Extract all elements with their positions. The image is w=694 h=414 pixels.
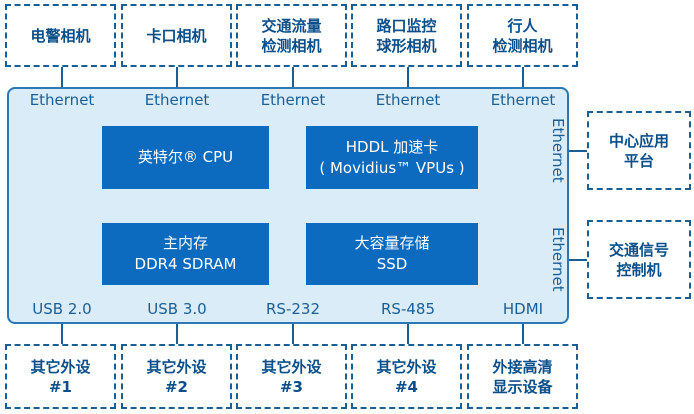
port-rs232: RS-232 [266, 300, 320, 318]
connector-side-2 [568, 259, 588, 261]
connector-top-4 [407, 66, 409, 88]
device-traffic-flow-camera: 交通流量 检测相机 [236, 4, 347, 67]
connector-bottom-4 [407, 323, 409, 345]
device-label: #1 [48, 377, 72, 396]
connector-bottom-2 [176, 323, 178, 345]
device-label: 显示设备 [492, 377, 553, 396]
chip-storage: 大容量存储 SSD [306, 223, 478, 285]
device-label: 路口监控 [376, 16, 437, 35]
device-peripheral-4: 其它外设 #4 [351, 344, 462, 409]
chip-cpu: 英特尔® CPU [102, 126, 269, 189]
chip-label: SSD [376, 255, 408, 273]
port-ethernet-4: Ethernet [375, 91, 441, 109]
device-label: #4 [394, 377, 418, 396]
device-label: 中心应用 [608, 131, 669, 150]
connector-bottom-1 [61, 323, 63, 345]
port-ethernet-3: Ethernet [260, 91, 326, 109]
device-label: 检测相机 [261, 36, 322, 55]
chip-label: ( Movidius™ VPUs ) [319, 158, 465, 177]
port-ethernet-side-1: Ethernet [549, 118, 567, 183]
device-label: 控制机 [616, 260, 662, 279]
connector-top-5 [522, 66, 524, 88]
port-usb2: USB 2.0 [32, 300, 92, 318]
edge-server-board [7, 87, 569, 324]
device-label: 其它外设 [30, 357, 91, 376]
device-peripheral-2: 其它外设 #2 [121, 344, 232, 409]
chip-main-memory: 主内存 DDR4 SDRAM [102, 223, 269, 285]
device-label: 电警相机 [30, 26, 91, 45]
device-label: 球形相机 [376, 36, 437, 55]
port-usb3: USB 3.0 [147, 300, 207, 318]
connector-bottom-3 [292, 323, 294, 345]
connector-side-1 [568, 150, 588, 152]
device-label: 交通信号 [608, 240, 669, 259]
chip-label: 主内存 [162, 234, 208, 252]
device-label: 行人 [507, 16, 538, 35]
port-ethernet-5: Ethernet [490, 91, 556, 109]
device-label: #3 [279, 377, 303, 396]
port-rs485: RS-485 [381, 300, 435, 318]
device-pedestrian-camera: 行人 检测相机 [467, 4, 578, 67]
chip-label: DDR4 SDRAM [134, 255, 237, 273]
port-ethernet-1: Ethernet [29, 91, 95, 109]
chip-label: 大容量存储 [354, 234, 430, 252]
chip-label: 英特尔® CPU [137, 148, 234, 166]
device-dome-camera: 路口监控 球形相机 [351, 4, 462, 67]
connector-top-2 [176, 66, 178, 88]
connector-top-1 [61, 66, 63, 88]
device-label: 平台 [623, 151, 654, 170]
device-label: 外接高清 [492, 357, 553, 376]
device-label: 其它外设 [261, 357, 322, 376]
chip-hddl-accelerator: HDDL 加速卡 ( Movidius™ VPUs ) [306, 126, 478, 189]
device-electronic-police-camera: 电警相机 [5, 4, 116, 67]
connector-bottom-5 [522, 323, 524, 345]
device-label: 检测相机 [492, 36, 553, 55]
port-hdmi: HDMI [502, 300, 544, 318]
device-checkpoint-camera: 卡口相机 [121, 4, 232, 67]
device-label: #2 [164, 377, 188, 396]
connector-top-3 [292, 66, 294, 88]
port-ethernet-2: Ethernet [144, 91, 210, 109]
chip-label: HDDL 加速卡 [345, 137, 439, 156]
device-peripheral-1: 其它外设 #1 [5, 344, 116, 409]
device-hd-display: 外接高清 显示设备 [467, 344, 578, 409]
port-ethernet-side-2: Ethernet [549, 227, 567, 292]
device-label: 卡口相机 [146, 26, 207, 45]
device-signal-controller: 交通信号 控制机 [587, 220, 691, 299]
device-label: 交通流量 [261, 16, 322, 35]
device-peripheral-3: 其它外设 #3 [236, 344, 347, 409]
device-label: 其它外设 [146, 357, 207, 376]
device-central-platform: 中心应用 平台 [587, 111, 691, 190]
device-label: 其它外设 [376, 357, 437, 376]
